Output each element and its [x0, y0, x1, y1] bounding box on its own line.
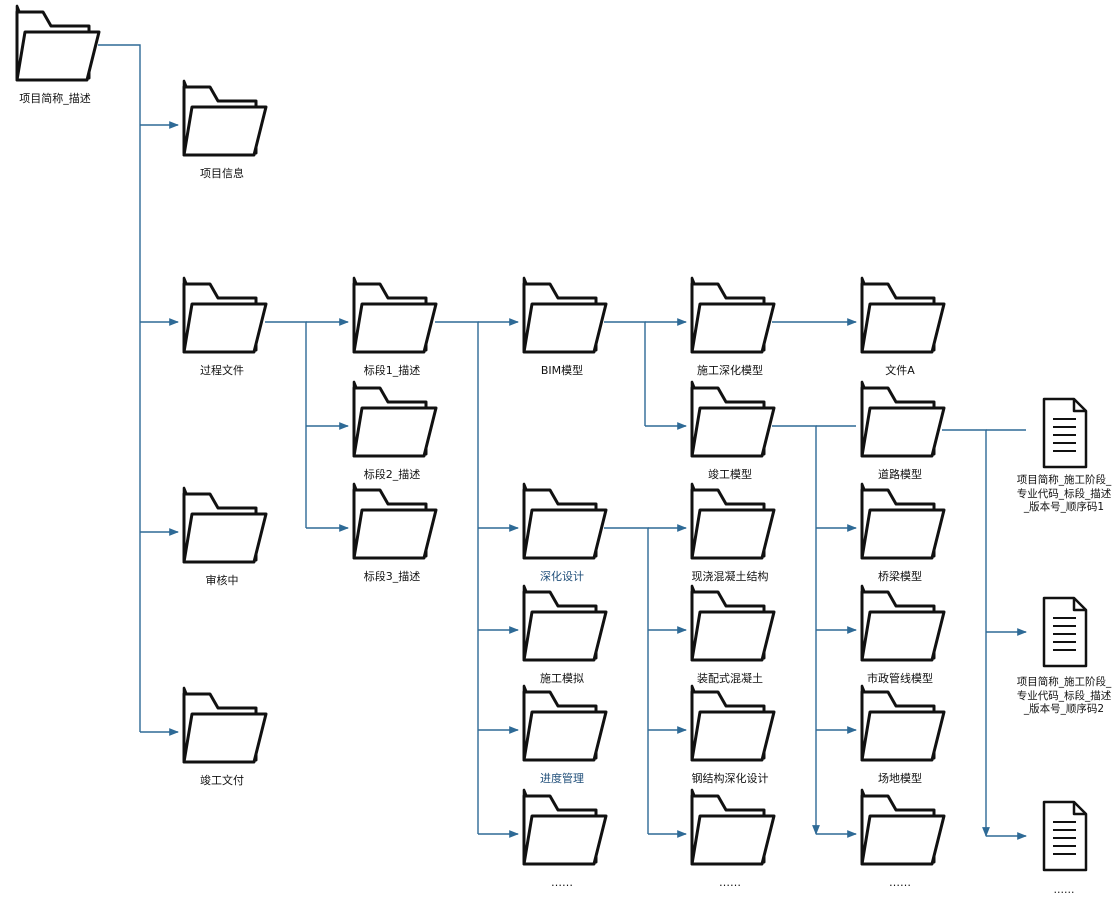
folder-icon-section1 [352, 276, 438, 354]
document-icon-file1 [1042, 397, 1088, 469]
folder-icon-cast-concrete [690, 482, 776, 560]
folder-icon-site-model [860, 684, 946, 762]
folder-icon-section3 [352, 482, 438, 560]
connector-lines [98, 44, 1027, 840]
folder-icon-review [182, 486, 268, 564]
folder-icon-steel-design [690, 684, 776, 762]
folder-label-info: 项目信息 [200, 167, 244, 180]
folder-icon-prefab-concrete [690, 584, 776, 662]
folder-label-steel-design: 钢结构深化设计 [691, 772, 769, 785]
folder-label-root: 项目简称_描述 [19, 92, 91, 105]
folder-label-review: 审核中 [205, 574, 239, 587]
folder-icon-asbuilt-model [690, 380, 776, 458]
folder-label-process: 过程文件 [200, 364, 244, 377]
file-label-more: …… [1053, 884, 1075, 896]
document-icon-more [1042, 800, 1088, 872]
folder-label-bridge-model: 桥梁模型 [878, 570, 922, 583]
folder-label-simulation: 施工模拟 [540, 672, 584, 685]
folder-icon-deepen [522, 482, 608, 560]
folder-icon-section2 [352, 380, 438, 458]
folder-label-road-model: 道路模型 [878, 468, 922, 481]
folder-label-pipeline-model: 市政管线模型 [867, 672, 933, 685]
folder-icon-simulation [522, 584, 608, 662]
folder-icon-process [182, 276, 268, 354]
folder-label-construction-model: 施工深化模型 [697, 364, 763, 377]
folder-icon-root [15, 4, 101, 82]
folder-label-cast-concrete: 现浇混凝土结构 [691, 570, 769, 583]
folder-icon-more2 [690, 788, 776, 866]
folder-label-deepen: 深化设计 [540, 570, 584, 583]
folder-label-more1: …… [551, 876, 573, 889]
connector-line [98, 44, 141, 732]
file-label-file2: 项目简称_施工阶段_专业代码_标段_描述_版本号_顺序码2 [1016, 676, 1112, 715]
folder-label-site-model: 场地模型 [878, 772, 922, 785]
folder-icon-file-a [860, 276, 946, 354]
folder-label-more3: …… [889, 876, 911, 889]
document-icon-file2 [1042, 596, 1088, 668]
folder-icon-bim [522, 276, 608, 354]
folder-icon-progress [522, 684, 608, 762]
folder-icon-more3 [860, 788, 946, 866]
folder-label-section2: 标段2_描述 [363, 468, 421, 481]
folder-icon-info [182, 79, 268, 157]
folder-label-delivery: 竣工文付 [200, 774, 244, 787]
folder-label-more2: …… [719, 876, 741, 889]
folder-icon-pipeline-model [860, 584, 946, 662]
folder-icons [15, 4, 1088, 872]
folder-label-section3: 标段3_描述 [363, 570, 421, 583]
folder-label-prefab-concrete: 装配式混凝土 [697, 672, 763, 685]
folder-icon-construction-model [690, 276, 776, 354]
folder-label-section1: 标段1_描述 [363, 364, 421, 377]
folder-icon-road-model [860, 380, 946, 458]
connector-line [265, 321, 307, 528]
folder-icon-bridge-model [860, 482, 946, 560]
folder-icon-delivery [182, 686, 268, 764]
folder-label-progress: 进度管理 [540, 772, 584, 785]
folder-label-file-a: 文件A [885, 364, 915, 377]
file-label-file1: 项目简称_施工阶段_专业代码_标段_描述_版本号_顺序码1 [1016, 474, 1112, 513]
folder-icon-more1 [522, 788, 608, 866]
folder-label-bim: BIM模型 [540, 364, 584, 377]
folder-label-asbuilt-model: 竣工模型 [708, 468, 752, 481]
